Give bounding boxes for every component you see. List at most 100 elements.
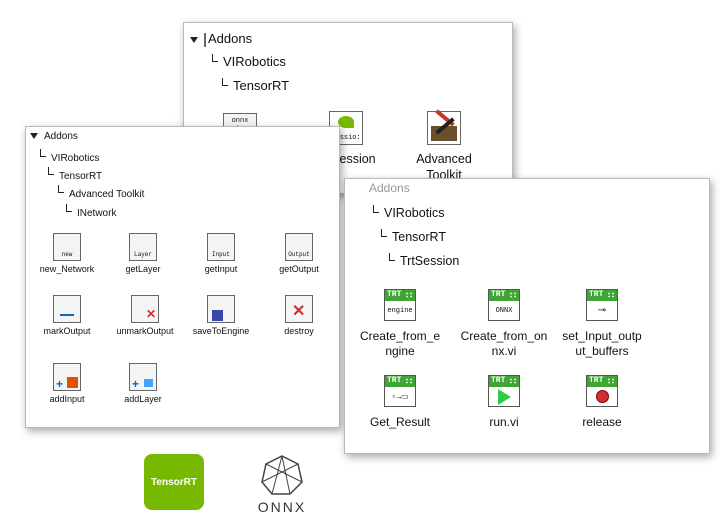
palette-item-getoutput[interactable]: Output getOutput: [264, 233, 334, 275]
palette-item-destroy[interactable]: ✕ destroy: [264, 295, 334, 337]
palette-item-release[interactable]: TRT release: [555, 375, 649, 430]
tensorrt-logo: TensorRT: [144, 454, 204, 510]
onnx-logo-icon: [261, 455, 303, 495]
item-label: getInput: [204, 264, 238, 274]
onnx-logo: ONNX: [252, 454, 312, 515]
palette-item-markoutput[interactable]: markOutput: [32, 295, 102, 337]
tree-level-4[interactable]: INetwork: [66, 204, 116, 219]
tree-elbow-icon: [66, 204, 72, 212]
session-icon-text: Sessio:: [331, 134, 361, 142]
item-label: destroy: [284, 326, 314, 336]
tree-level-1[interactable]: VIRobotics: [40, 149, 99, 164]
item-label: markOutput: [43, 326, 91, 336]
palette-item-set-input-output-buffers[interactable]: TRT ⊸ set_Input_output_buffers: [555, 289, 649, 359]
trt-tag: TRT: [491, 290, 506, 299]
add-input-icon: +: [53, 363, 81, 391]
tree-elbow-icon: [212, 54, 218, 62]
tree-level-1[interactable]: VIRobotics: [373, 205, 444, 220]
tree-label-inetwork: INetwork: [77, 208, 117, 219]
trt-tag: TRT: [387, 376, 402, 385]
mark-output-icon: [53, 295, 81, 323]
stop-icon: [595, 390, 609, 403]
get-input-icon: Input: [207, 233, 235, 261]
tree-elbow-icon: [48, 167, 54, 175]
tree-elbow-icon: [222, 78, 228, 86]
item-label: release: [582, 415, 622, 429]
expand-triangle-icon[interactable]: [190, 36, 198, 43]
palette-item-create-from-onnx[interactable]: TRT ONNX Create_from_onnx.vi: [457, 289, 551, 359]
nvidia-logo-icon: [338, 116, 354, 128]
tree-label-virobotics: VIRobotics: [51, 153, 100, 164]
inetwork-palette: Addons VIRobotics TensorRT Advanced Tool…: [25, 126, 340, 428]
palette-item-addinput[interactable]: + addInput: [32, 363, 102, 405]
palette-item-getlayer[interactable]: Layer getLayer: [108, 233, 178, 275]
tree-elbow-icon: [40, 149, 46, 157]
tree-level-3[interactable]: Advanced Toolkit: [58, 185, 144, 200]
set-buffers-icon: TRT ⊸: [586, 289, 618, 321]
tree-level-0[interactable]: Addons: [369, 181, 410, 195]
run-icon: TRT: [488, 375, 520, 407]
icon-body-text: engine: [387, 306, 413, 315]
item-label: saveToEngine: [192, 326, 250, 336]
item-label: Create_from_onnx.vi: [460, 329, 548, 358]
tree-level-2[interactable]: TensorRT: [381, 229, 446, 244]
trtsession-palette: Addons VIRobotics TensorRT TrtSession TR…: [344, 178, 710, 454]
get-layer-icon: Layer: [129, 233, 157, 261]
red-x-icon: ✕: [146, 307, 157, 321]
item-label: set_Input_output_buffers: [562, 329, 642, 358]
tree-label-trtsession: TrtSession: [400, 254, 460, 268]
palette-item-advanced-toolkit[interactable]: Advanced Toolkit: [406, 109, 482, 183]
palette-item-getinput[interactable]: Input getInput: [186, 233, 256, 275]
tree-level-0[interactable]: Addons: [190, 31, 252, 47]
trt-tag: TRT: [589, 376, 604, 385]
save-to-engine-icon: [207, 295, 235, 323]
palette-item-run[interactable]: TRT run.vi: [457, 375, 551, 430]
destroy-icon: ✕: [285, 295, 313, 323]
new-network-icon: new: [53, 233, 81, 261]
icon-body-text: ONNX: [495, 306, 513, 315]
tree-label-virobotics: VIRobotics: [384, 206, 445, 220]
item-label: getOutput: [279, 264, 319, 274]
item-label: Create_from_engine: [359, 329, 441, 358]
plus-icon: +: [56, 377, 64, 391]
key-icon: ⊸: [597, 305, 607, 317]
tree-level-2[interactable]: TensorRT: [222, 78, 289, 93]
play-icon: [497, 388, 511, 405]
tensorrt-logo-text: TensorRT: [151, 476, 197, 488]
tree-label-addons: Addons: [208, 31, 253, 46]
item-label: run.vi: [489, 415, 519, 429]
tree-level-3[interactable]: TrtSession: [389, 253, 459, 268]
tree-level-0[interactable]: Addons: [30, 131, 78, 142]
palette-item-create-from-engine[interactable]: TRT engine Create_from_engine: [353, 289, 447, 359]
palette-item-addlayer[interactable]: + addLayer: [108, 363, 178, 405]
arrow-icon: [60, 314, 74, 316]
red-x-icon: ✕: [292, 303, 306, 320]
release-icon: TRT: [586, 375, 618, 407]
output-arrow-icon: ▫→▭: [391, 392, 409, 402]
palette-item-get-result[interactable]: TRT ▫→▭ Get_Result: [353, 375, 447, 430]
trt-tag: TRT: [589, 290, 604, 299]
palette-item-new-network[interactable]: new new_Network: [32, 233, 102, 275]
palette-item-unmarkoutput[interactable]: ✕ unmarkOutput: [104, 295, 186, 337]
expand-triangle-icon[interactable]: [30, 133, 38, 140]
add-layer-icon: +: [129, 363, 157, 391]
separator-bar: [204, 32, 206, 47]
tree-level-2[interactable]: TensorRT: [48, 167, 102, 182]
plus-icon: +: [132, 377, 140, 391]
palette-item-savetoengine[interactable]: saveToEngine: [186, 295, 256, 337]
tree-elbow-icon: [381, 229, 387, 237]
get-output-icon: Output: [285, 233, 313, 261]
item-label: addInput: [49, 394, 85, 404]
tree-elbow-icon: [389, 253, 395, 261]
tree-elbow-icon: [58, 185, 64, 193]
tree-label-virobotics: VIRobotics: [223, 54, 286, 69]
item-label: new_Network: [39, 264, 95, 274]
tree-label-advanced-toolkit: Advanced Toolkit: [69, 189, 145, 200]
onnx-logo-text: ONNX: [257, 499, 307, 515]
tree-label-tensorrt: TensorRT: [59, 171, 103, 182]
item-label: unmarkOutput: [116, 326, 174, 336]
tree-label-tensorrt: TensorRT: [392, 230, 446, 244]
create-from-onnx-icon: TRT ONNX: [488, 289, 520, 321]
tree-level-1[interactable]: VIRobotics: [212, 54, 286, 69]
layer-square-icon: [144, 379, 153, 387]
